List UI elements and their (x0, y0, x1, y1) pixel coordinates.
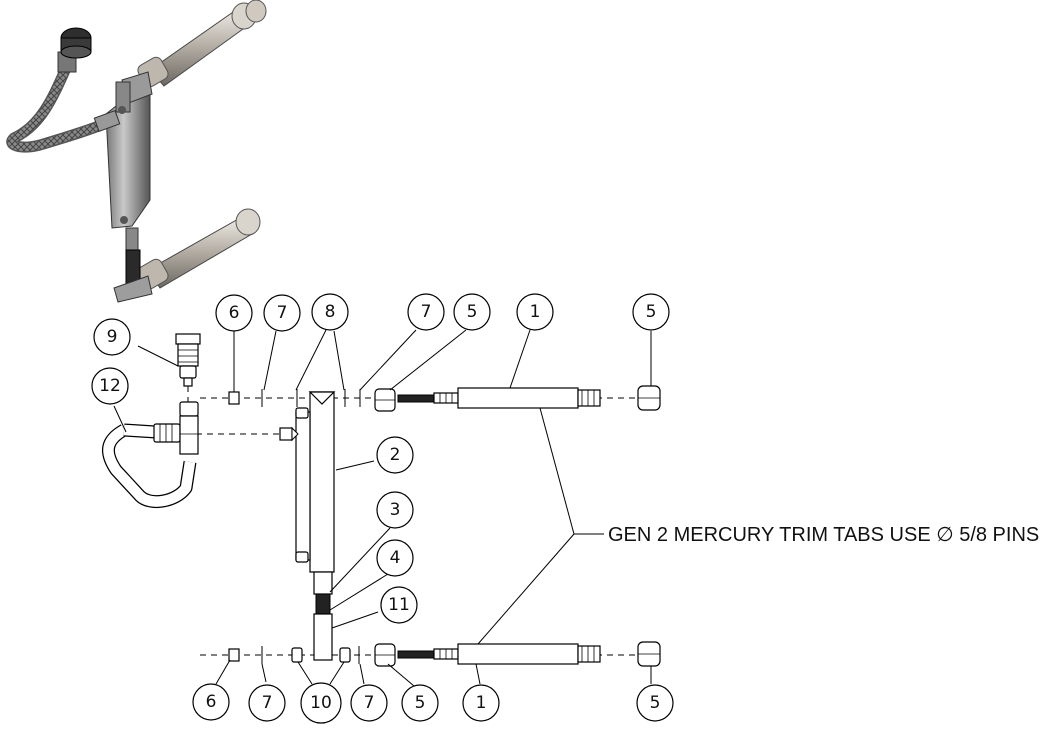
balloon-label: 7 (421, 302, 432, 322)
balloon: 7 (248, 684, 286, 722)
balloon: 4 (376, 539, 414, 577)
nut-5-top-left (374, 388, 396, 412)
balloon-label: 3 (390, 500, 401, 520)
balloon-label: 5 (467, 302, 478, 322)
balloon: 1 (462, 684, 500, 722)
stem-tee-render (113, 227, 153, 303)
balloon-label: 8 (325, 302, 336, 322)
balloon-label: 1 (476, 693, 487, 713)
leader-lines (113, 329, 652, 687)
main-bar-2 (295, 391, 336, 595)
balloon: 12 (91, 367, 129, 405)
tee-11 (291, 613, 351, 663)
balloon-label: 6 (206, 692, 217, 712)
balloon-label: 5 (646, 302, 657, 322)
balloon: 8 (311, 293, 349, 331)
nut-5-bottom-left (374, 643, 396, 667)
balloon: 6 (215, 294, 253, 332)
fitting-9 (175, 333, 201, 387)
balloon-label: 9 (107, 327, 118, 347)
balloon-label: 7 (364, 693, 375, 713)
rod-1-bottom (433, 643, 601, 665)
balloon: 9 (93, 318, 131, 356)
lower-rod-render (137, 208, 261, 290)
balloon: 11 (380, 586, 418, 624)
rod-thread-top (397, 394, 435, 403)
balloon-label: 11 (388, 595, 410, 615)
balloon: 5 (453, 293, 491, 331)
rod-thread-bottom (397, 650, 435, 659)
balloon-label: 6 (229, 303, 240, 323)
top-row-parts (228, 385, 661, 412)
nut-5-top-right (637, 385, 661, 411)
balloon-label: 7 (277, 303, 288, 323)
bolt-6-bottom (228, 648, 240, 662)
balloon-label: 4 (390, 548, 401, 568)
main-bar-render (105, 71, 153, 229)
balloon: 7 (350, 684, 388, 722)
balloon: 5 (636, 684, 674, 722)
hose-12 (102, 401, 299, 509)
nut-5-bottom-right (637, 641, 661, 667)
balloon-label: 5 (650, 693, 661, 713)
balloon-label: 10 (310, 693, 332, 713)
upper-rod-render (137, 0, 267, 88)
balloon-label: 5 (415, 693, 426, 713)
balloon-label: 2 (390, 445, 401, 465)
balloon: 3 (376, 491, 414, 529)
braided-hose-render (6, 51, 121, 153)
bottom-row-parts (228, 641, 661, 667)
isometric-render (6, 0, 267, 303)
balloon: 7 (407, 293, 445, 331)
balloon: 5 (632, 293, 670, 331)
balloon: 10 (300, 682, 342, 724)
balloon: 1 (516, 293, 554, 331)
bolt-6-top (228, 391, 240, 405)
balloon-label: 1 (530, 302, 541, 322)
balloon: 7 (263, 294, 301, 332)
rod-1-top (433, 387, 601, 409)
note-text: GEN 2 MERCURY TRIM TABS USE ∅ 5/8 PINS (608, 524, 1039, 546)
fitting-render (60, 27, 92, 59)
balloon: 5 (401, 684, 439, 722)
spring-4 (315, 593, 331, 615)
balloon: 2 (376, 436, 414, 474)
balloon-label: 7 (262, 693, 273, 713)
balloon-label: 12 (99, 376, 121, 396)
balloon: 6 (192, 683, 230, 721)
